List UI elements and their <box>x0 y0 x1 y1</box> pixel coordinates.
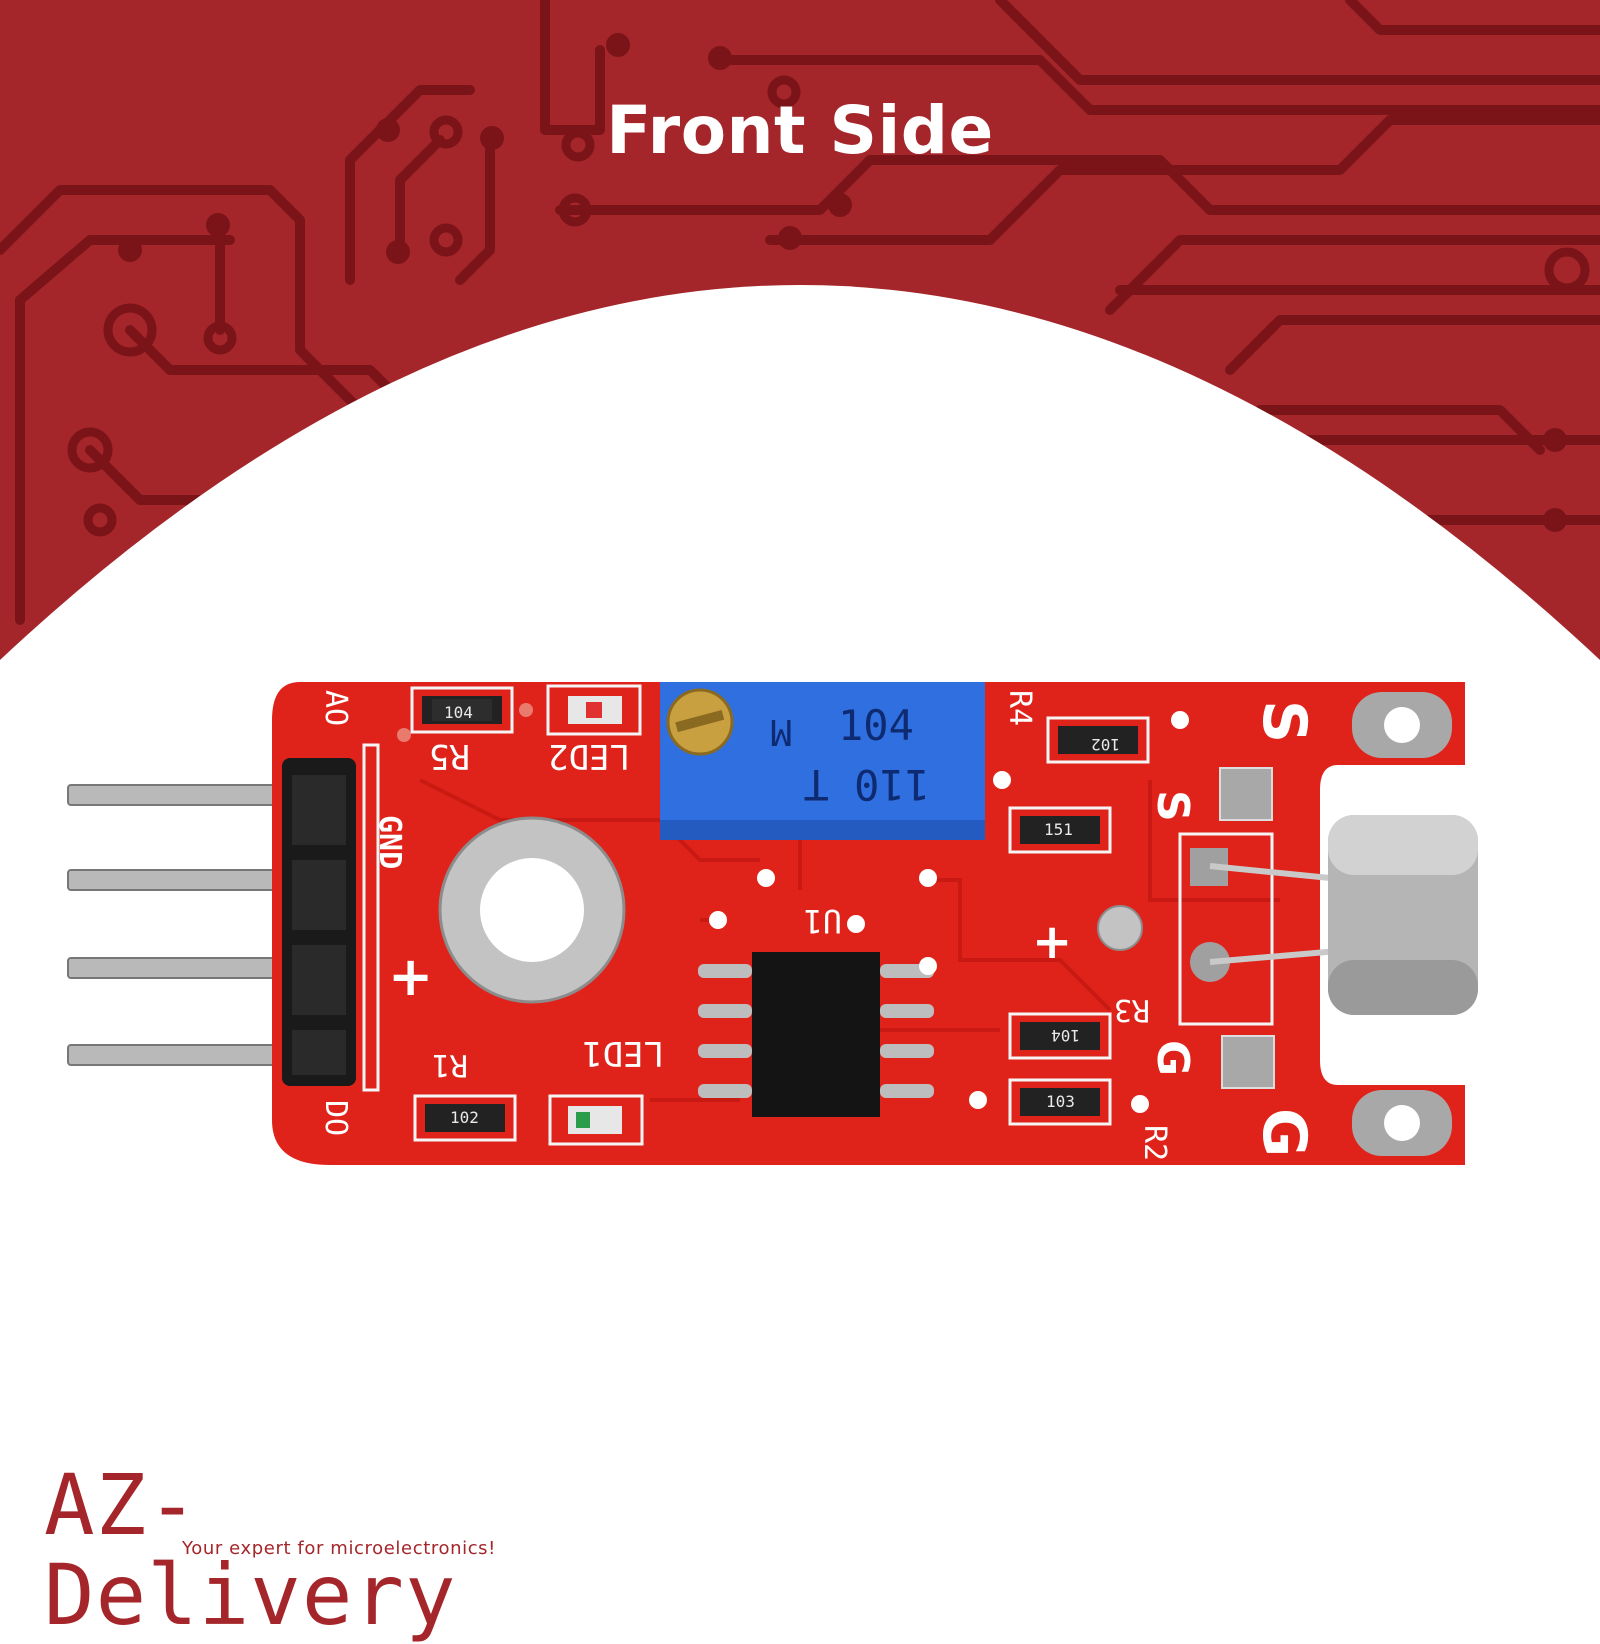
vias <box>397 703 1189 1113</box>
resistor-r1: 102 <box>413 1094 517 1142</box>
pin-header <box>282 758 356 1086</box>
circuit-rings <box>67 75 1590 537</box>
circuit-banner <box>0 0 1600 680</box>
mic-label-s-outer: S <box>1249 700 1319 743</box>
pin-label-gnd: GND <box>372 815 407 869</box>
resistor-r4-value: 102 <box>1091 735 1120 754</box>
potentiometer: 104 M 110 T <box>660 682 985 840</box>
resistor-r5: 104 <box>410 686 514 734</box>
pin-label-plus: + <box>388 945 433 1008</box>
mounting-hole <box>438 816 626 1004</box>
header-pins <box>67 784 299 1066</box>
mic-label-g-outer: G <box>1249 1108 1319 1157</box>
mic-label-g-inner: G <box>1147 1040 1198 1076</box>
resistor-151-value: 151 <box>1044 820 1073 839</box>
label-r5: R5 <box>429 736 470 776</box>
white-arc <box>0 285 1600 680</box>
resistor-r1-value: 102 <box>450 1108 479 1127</box>
brand-tagline: Your expert for microelectronics! <box>182 1538 496 1559</box>
page-title: Front Side <box>606 92 994 169</box>
label-led1: LED1 <box>582 1033 664 1073</box>
sound-sensor-board: AO GND + DO 104 R5 LED2 104 M 110 T 102 … <box>67 682 1478 1165</box>
label-r2: R2 <box>1137 1125 1172 1161</box>
pin-label-ao: AO <box>318 690 353 726</box>
label-u1: U1 <box>803 902 842 940</box>
led1 <box>548 1094 644 1146</box>
microphone-pads <box>1178 767 1351 1089</box>
brand-logo: AZ-Delivery Your expert for microelectro… <box>44 1460 584 1640</box>
right-mounting-tabs <box>1352 692 1452 1156</box>
pin-label-do: DO <box>318 1100 353 1136</box>
ic-u1 <box>698 952 934 1117</box>
resistor-r3-value: 104 <box>1051 1026 1080 1045</box>
microphone <box>1328 815 1478 1015</box>
mic-label-s-inner: S <box>1147 790 1198 822</box>
test-pad <box>1097 905 1143 951</box>
pot-letter: M <box>770 711 792 752</box>
label-r3: R3 <box>1114 992 1150 1027</box>
pcb-body <box>272 682 1465 1165</box>
pot-value: 104 <box>838 701 914 750</box>
resistor-r2: 103 <box>1008 1078 1112 1126</box>
label-led2: LED2 <box>548 736 630 776</box>
label-r1: R1 <box>432 1047 468 1082</box>
resistor-r3: 104 <box>1008 1012 1112 1060</box>
resistor-r2-value: 103 <box>1046 1092 1075 1111</box>
led2 <box>546 684 642 736</box>
label-r4: R4 <box>1002 690 1037 726</box>
header-silkscreen <box>362 743 380 1092</box>
pot-code: 110 T <box>804 760 930 809</box>
resistor-151: 151 <box>1008 806 1112 854</box>
label-plus-mid: + <box>1032 914 1072 970</box>
circuit-pads <box>118 33 1567 532</box>
resistor-r4: 102 <box>1046 716 1150 764</box>
resistor-r5-value: 104 <box>444 703 473 722</box>
